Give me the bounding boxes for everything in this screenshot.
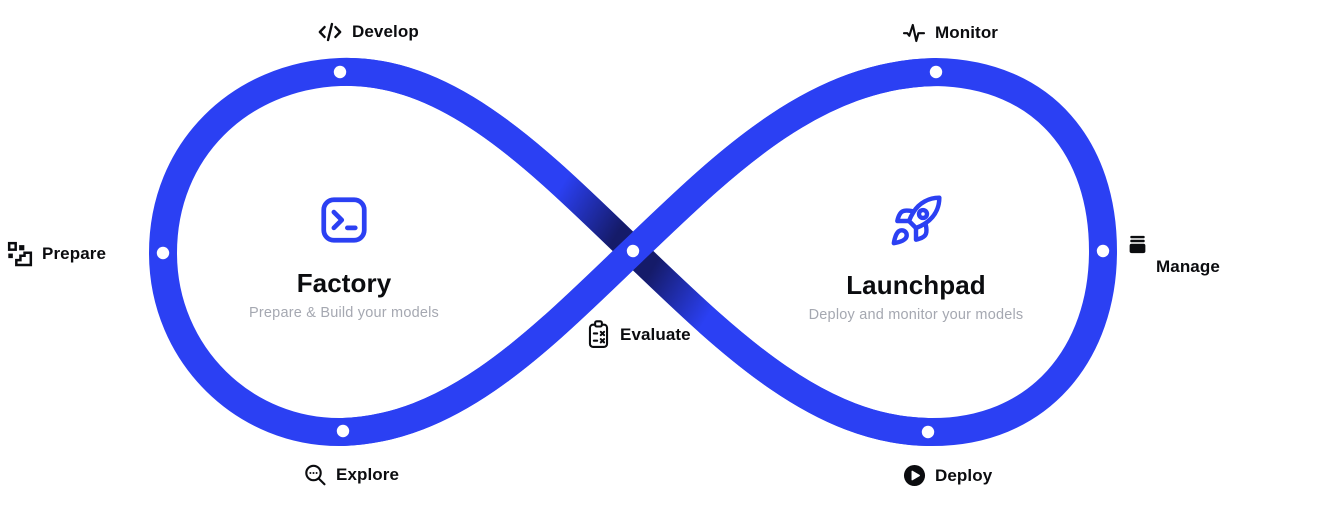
loop-node bbox=[929, 65, 943, 79]
stage-evaluate: Evaluate bbox=[586, 320, 691, 349]
play-circle-icon bbox=[903, 464, 926, 487]
activity-icon bbox=[902, 21, 926, 45]
stage-label: Evaluate bbox=[620, 324, 691, 344]
section-factory[interactable]: Factory Prepare & Build your models bbox=[194, 193, 494, 321]
stage-explore: Explore bbox=[303, 463, 399, 487]
clipboard-checklist-icon bbox=[586, 320, 611, 349]
loop-node bbox=[921, 425, 935, 439]
loop-node bbox=[156, 246, 170, 260]
stage-manage: Manage bbox=[1127, 234, 1237, 279]
search-icon bbox=[303, 463, 327, 487]
stage-label: Manage bbox=[1156, 257, 1220, 276]
loop-nodes bbox=[156, 65, 1110, 439]
stage-develop: Develop bbox=[317, 19, 419, 45]
section-subtitle: Prepare & Build your models bbox=[249, 305, 439, 321]
section-subtitle: Deploy and monitor your models bbox=[808, 307, 1024, 323]
stage-label: Deploy bbox=[935, 465, 993, 485]
pixelate-icon bbox=[7, 241, 33, 267]
stack-icon bbox=[1127, 234, 1148, 255]
section-launchpad[interactable]: Launchpad Deploy and monitor your models bbox=[766, 193, 1066, 323]
code-icon bbox=[317, 19, 343, 45]
rocket-icon bbox=[888, 193, 944, 249]
stage-label: Prepare bbox=[42, 244, 107, 263]
loop-node bbox=[333, 65, 347, 79]
loop-node bbox=[626, 244, 640, 258]
stage-label: Develop bbox=[352, 22, 419, 41]
loop-node bbox=[1096, 244, 1110, 258]
stage-label: Explore bbox=[336, 465, 400, 484]
terminal-icon bbox=[317, 193, 371, 247]
stage-monitor: Monitor bbox=[902, 21, 998, 45]
stage-label: Monitor bbox=[935, 23, 999, 42]
stage-deploy: Deploy bbox=[903, 464, 992, 487]
section-title: Launchpad bbox=[846, 270, 986, 300]
stage-prepare: Prepare bbox=[7, 241, 106, 267]
section-title: Factory bbox=[296, 268, 392, 298]
loop-node bbox=[336, 424, 350, 438]
